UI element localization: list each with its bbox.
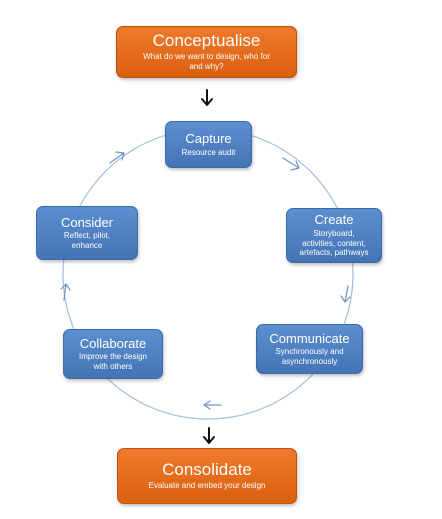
conceptualise-subtitle-line1: What do we want to design, who for (143, 52, 270, 62)
collaborate-subtitle-line2: with others (93, 361, 133, 371)
consider-box: Consider Reflect, pilot, enhance (36, 206, 138, 260)
create-subtitle: Storyboard, activities, content, artefac… (300, 229, 369, 258)
consider-subtitle-line2: enhance (71, 240, 103, 250)
consider-subtitle-line1: Reflect, pilot, (63, 231, 111, 241)
collaborate-subtitle: Improve the design with others (79, 352, 147, 371)
down-arrow-top (201, 89, 213, 106)
cycle-arrow-bottom (203, 400, 222, 410)
conceptualise-title: Conceptualise (152, 31, 261, 51)
communicate-title: Communicate (269, 330, 350, 346)
cycle-arrow-top-right (282, 157, 300, 171)
capture-title: Capture (185, 130, 232, 146)
consolidate-subtitle: Evaluate and embed your design (148, 481, 266, 491)
cycle-arrow-right (340, 285, 351, 303)
conceptualise-box: Conceptualise What do we want to design,… (116, 26, 297, 78)
consolidate-box: Consolidate Evaluate and embed your desi… (117, 448, 297, 504)
consider-title: Consider (60, 214, 114, 230)
collaborate-box: Collaborate Improve the design with othe… (63, 329, 163, 379)
capture-subtitle: Resource audit (181, 147, 236, 157)
collaborate-title: Collaborate (79, 335, 147, 351)
communicate-subtitle: Synchronously and asynchronously (275, 347, 343, 366)
create-subtitle-line3: artefacts, pathways (299, 248, 369, 258)
conceptualise-subtitle-line2: and why? (189, 61, 224, 71)
create-box: Create Storyboard, activities, content, … (286, 208, 382, 263)
create-subtitle-line1: Storyboard, (313, 228, 355, 238)
consolidate-title: Consolidate (162, 460, 252, 480)
capture-box: Capture Resource audit (165, 121, 252, 168)
conceptualise-subtitle: What do we want to design, who for and w… (143, 52, 270, 71)
communicate-box: Communicate Synchronously and asynchrono… (256, 324, 363, 374)
consider-subtitle: Reflect, pilot, enhance (64, 231, 110, 250)
communicate-subtitle-line1: Synchronously and (275, 347, 344, 357)
create-subtitle-line2: activities, content, (302, 238, 366, 248)
communicate-subtitle-line2: asynchronously (281, 356, 338, 366)
create-title: Create (314, 212, 354, 228)
collaborate-subtitle-line1: Improve the design (78, 352, 148, 362)
down-arrow-bottom (203, 427, 215, 444)
cycle-arrow-left (60, 283, 71, 301)
cycle-arrow-top-left (109, 151, 125, 164)
